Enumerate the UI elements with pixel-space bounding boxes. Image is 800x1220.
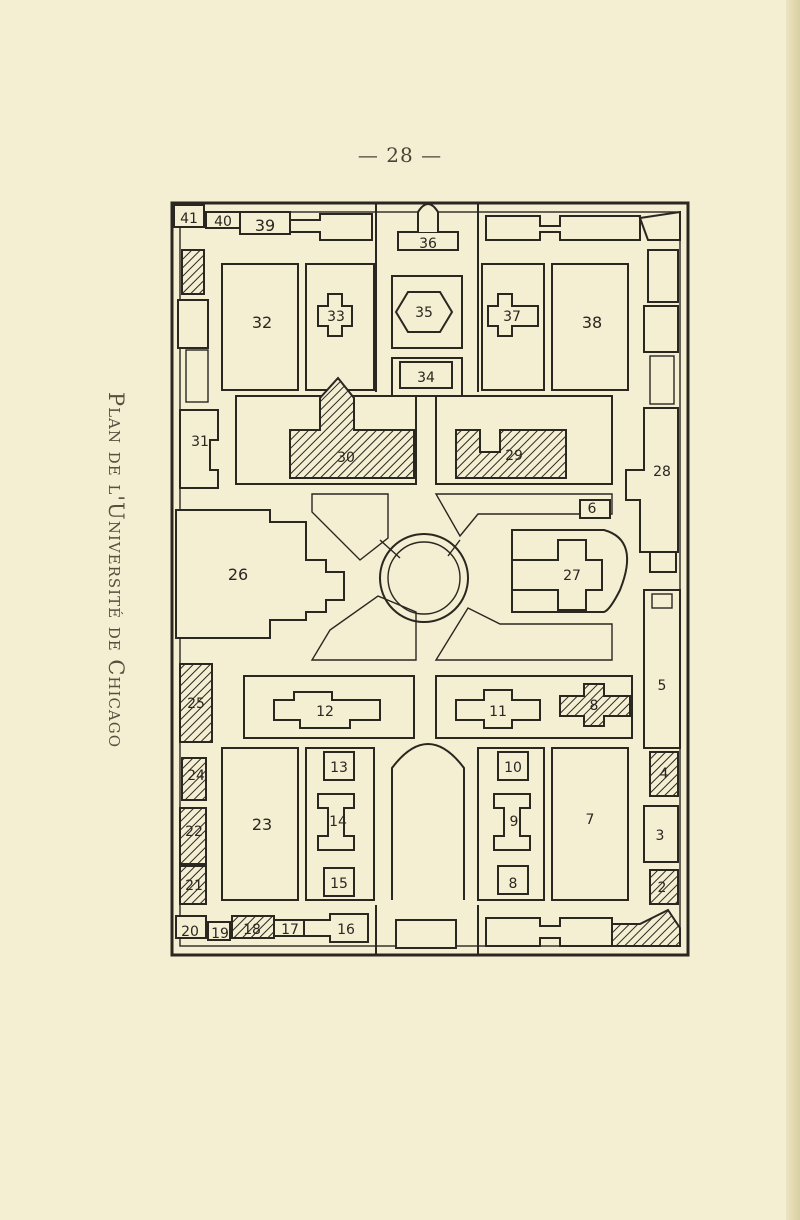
label-2: 2 xyxy=(658,880,667,896)
label-40: 40 xyxy=(214,214,232,230)
label-10: 10 xyxy=(504,760,522,776)
label-32: 32 xyxy=(252,313,272,332)
label-30: 30 xyxy=(337,450,355,466)
plan-frame xyxy=(170,201,690,957)
label-37: 37 xyxy=(503,309,521,325)
label-41: 41 xyxy=(180,211,198,227)
page-number: — 28 — xyxy=(357,143,443,167)
label-38: 38 xyxy=(582,313,602,332)
label-22: 22 xyxy=(185,824,203,840)
label-15: 15 xyxy=(330,876,348,892)
label-3: 3 xyxy=(656,828,665,844)
label-23: 23 xyxy=(252,815,272,834)
label-33: 33 xyxy=(327,309,345,325)
label-31: 31 xyxy=(191,434,209,450)
label-5: 5 xyxy=(658,678,667,694)
label-4: 4 xyxy=(660,766,669,782)
label-13: 13 xyxy=(330,760,348,776)
label-14: 14 xyxy=(329,814,347,830)
label-8: 8 xyxy=(509,876,518,892)
label-29: 29 xyxy=(505,448,523,464)
label-27: 27 xyxy=(563,568,581,584)
label-24: 24 xyxy=(187,768,205,784)
label-36: 36 xyxy=(419,236,437,252)
label-17: 17 xyxy=(281,922,299,938)
page-edge xyxy=(786,0,800,1220)
label-25: 25 xyxy=(187,696,205,712)
label-28: 28 xyxy=(653,464,671,480)
label-7: 7 xyxy=(586,812,595,828)
label-18: 18 xyxy=(243,922,261,938)
label-34: 34 xyxy=(417,370,435,386)
label-35: 35 xyxy=(415,305,433,321)
label-19: 19 xyxy=(211,926,229,942)
label-9: 9 xyxy=(510,814,519,830)
label-6: 6 xyxy=(588,501,597,517)
label-39: 39 xyxy=(255,216,275,235)
label-8-hatched: 8 xyxy=(590,698,599,714)
label-12: 12 xyxy=(316,704,334,720)
label-21: 21 xyxy=(185,878,203,894)
label-20: 20 xyxy=(181,924,199,940)
label-26: 26 xyxy=(228,565,248,584)
label-16: 16 xyxy=(337,922,355,938)
label-11: 11 xyxy=(489,704,507,720)
